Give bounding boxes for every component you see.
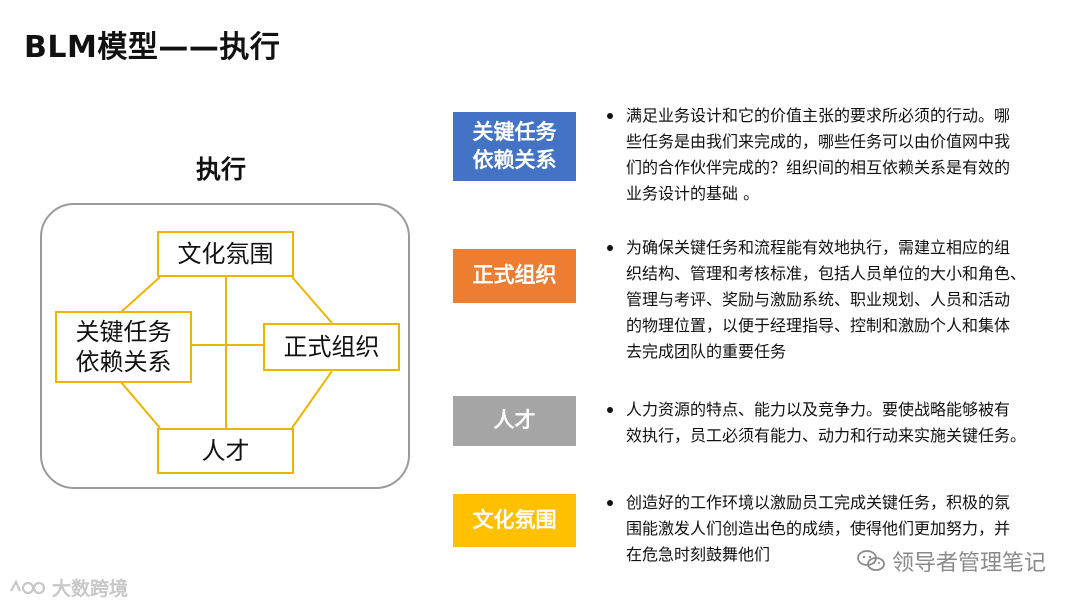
label-culture: 文化氛围: [453, 494, 576, 547]
watermark-left-text: 大数跨境: [52, 578, 129, 600]
desc-talent: 人力资源的特点、能力以及竞争力。要使战略能够被有 效执行，员工必须有能力、动力和…: [607, 397, 1067, 449]
label-formal-org-text: 正式组织: [472, 263, 557, 288]
desc-line: 去完成团队的重要任务: [626, 342, 787, 361]
desc-culture: 创造好的工作环境以激励员工完成关键任务，积极的氛 围能激发人们创造出色的成绩，使…: [607, 490, 1067, 568]
label-talent-text: 人才: [493, 408, 536, 433]
node-key-tasks: 关键任务 依赖关系: [55, 311, 192, 383]
label-key-tasks: 关键任务 依赖关系: [453, 112, 576, 181]
bullet-icon: [607, 245, 613, 251]
line-tasks-talent: [119, 380, 161, 429]
desc-line: 满足业务设计和它的价值主张的要求所必须的行动。哪: [626, 106, 1011, 125]
watermark-right-text: 领导者管理笔记: [891, 551, 1046, 576]
desc-key-tasks: 满足业务设计和它的价值主张的要求所必须的行动。哪 些任务是由我们来完成的，哪些任…: [607, 103, 1067, 207]
bullet-icon: [607, 407, 613, 413]
line-org-talent: [291, 370, 333, 429]
desc-talent-text: 人力资源的特点、能力以及竞争力。要使战略能够被有 效执行，员工必须有能力、动力和…: [626, 397, 1067, 449]
node-formal-org-label: 正式组织: [283, 333, 380, 361]
desc-formal-org-text: 为确保关键任务和流程能有效地执行，需建立相应的组 织结构、管理和考核标准，包括人…: [626, 235, 1067, 365]
watermark-right: 领导者管理笔记: [856, 545, 1046, 577]
desc-line: 为确保关键任务和流程能有效地执行，需建立相应的组: [626, 238, 1011, 257]
node-culture: 文化氛围: [157, 231, 294, 277]
bullet-icon: [607, 113, 613, 119]
label-culture-text: 文化氛围: [472, 507, 557, 532]
node-talent: 人才: [157, 428, 294, 474]
label-key-tasks-line-2: 依赖关系: [472, 147, 557, 172]
logo-icon: [10, 579, 46, 594]
desc-culture-text: 创造好的工作环境以激励员工完成关键任务，积极的氛 围能激发人们创造出色的成绩，使…: [626, 490, 1067, 568]
desc-key-tasks-text: 满足业务设计和它的价值主张的要求所必须的行动。哪 些任务是由我们来完成的，哪些任…: [626, 103, 1067, 207]
node-talent-label: 人才: [201, 437, 250, 465]
desc-formal-org: 为确保关键任务和流程能有效地执行，需建立相应的组 织结构、管理和考核标准，包括人…: [607, 235, 1067, 365]
desc-line: 些任务是由我们来完成的，哪些任务可以由价值网中我: [626, 132, 1011, 151]
line-culture-org: [291, 276, 333, 324]
desc-line: 业务设计的基础 。: [626, 184, 760, 203]
desc-line: 的物理位置，以便于经理指导、控制和激励个人和集体: [626, 316, 1011, 335]
line-culture-tasks: [119, 276, 161, 314]
node-culture-label: 文化氛围: [177, 240, 274, 268]
desc-line: 效执行，员工必须有能力、动力和行动来实施关键任务。: [626, 426, 1027, 445]
page-title: BLM模型——执行: [24, 30, 281, 65]
node-formal-org: 正式组织: [263, 323, 400, 371]
label-formal-org: 正式组织: [453, 249, 576, 303]
desc-line: 们的合作伙伴完成的？组织间的相互依赖关系是有效的: [626, 158, 1011, 177]
bullet-icon: [607, 500, 613, 506]
wechat-icon: [857, 550, 885, 571]
label-talent: 人才: [453, 396, 576, 446]
label-key-tasks-line-1: 关键任务: [472, 120, 557, 145]
node-key-tasks-label-1: 关键任务: [75, 318, 172, 346]
desc-line: 围能激发人们创造出色的成绩，使得他们更加努力，并: [626, 519, 1011, 538]
watermark-left: 大数跨境: [8, 574, 128, 601]
node-key-tasks-label-2: 依赖关系: [75, 348, 172, 376]
desc-line: 创造好的工作环境以激励员工完成关键任务，积极的氛: [626, 493, 1011, 512]
desc-line: 人力资源的特点、能力以及竞争力。要使战略能够被有: [626, 400, 1011, 419]
desc-line: 管理与考评、奖励与激励系统、职业规划、人员和活动: [626, 290, 1011, 309]
diagram-heading: 执行: [196, 155, 247, 184]
desc-line: 在危急时刻鼓舞他们: [626, 545, 771, 564]
desc-line: 织结构、管理和考核标准，包括人员单位的大小和角色、: [626, 264, 1027, 283]
